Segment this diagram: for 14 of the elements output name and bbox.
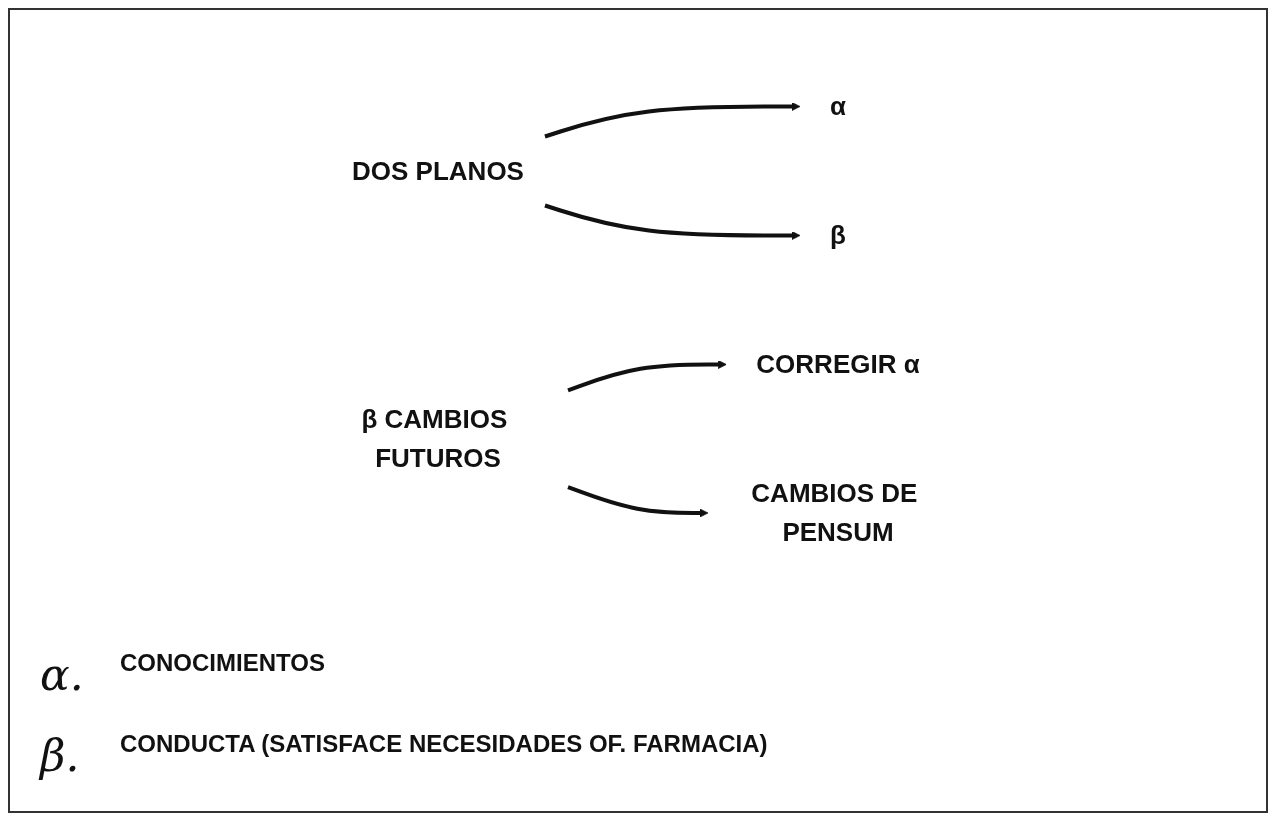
- arrow: [567, 360, 727, 393]
- definition-text: CONOCIMIENTOS: [120, 649, 326, 678]
- node-text: α: [830, 91, 846, 121]
- node-text: β CAMBIOS FUTUROS: [361, 403, 508, 473]
- node-text: CAMBIOS DE PENSUM: [751, 478, 918, 547]
- arrow: [544, 102, 801, 139]
- arrow: [567, 485, 709, 518]
- node-text: DOS PLANOS: [352, 155, 524, 186]
- greek-symbol-label: α.: [40, 649, 85, 700]
- definition-text: CONDUCTA (SATISFACE NECESIDADES OF. FARMACIA): [120, 730, 769, 759]
- node-text: CORREGIR α: [756, 349, 920, 379]
- greek-symbol-label: β.: [40, 730, 81, 781]
- node-text: β: [830, 220, 846, 250]
- arrow: [544, 203, 801, 240]
